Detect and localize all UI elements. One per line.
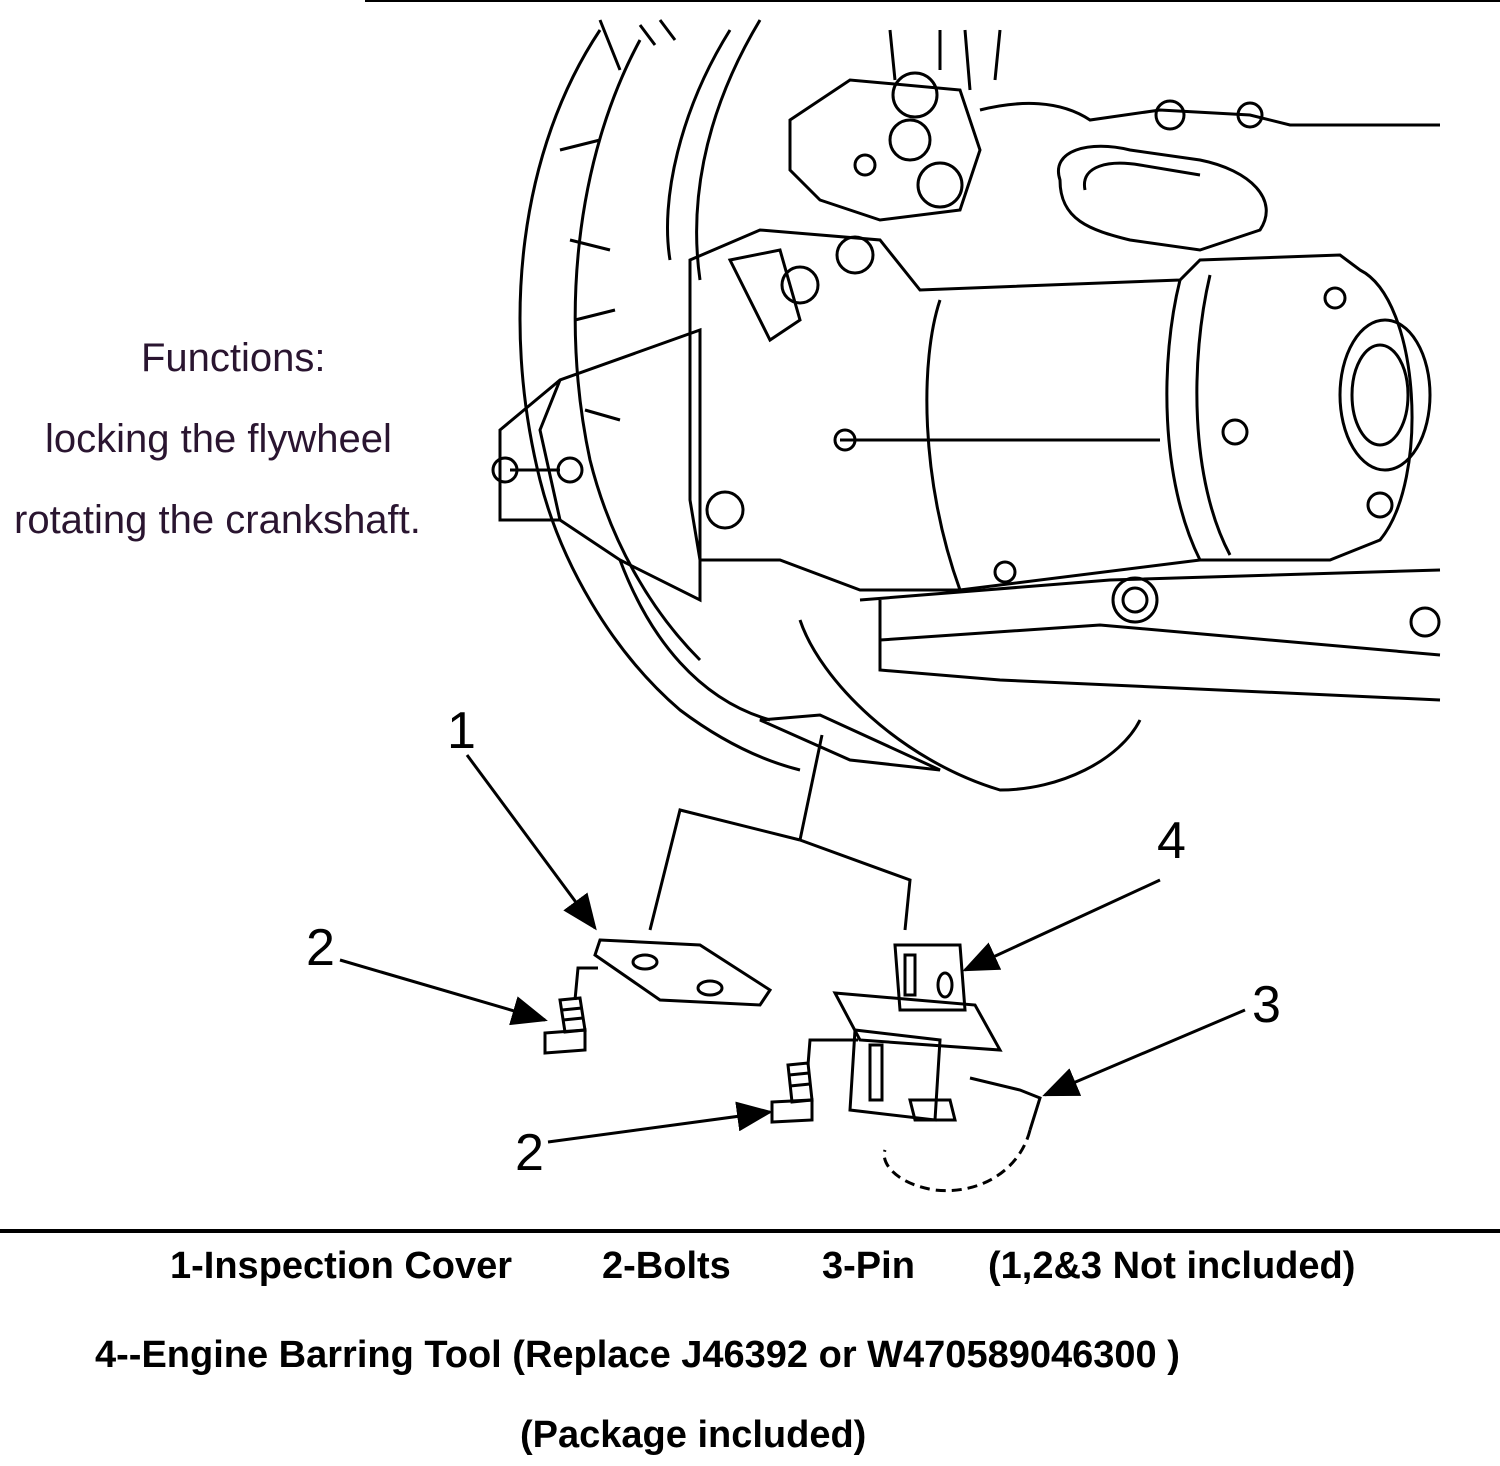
callout-arrows: [339, 754, 1246, 1144]
bolt-left-part: [543, 996, 587, 1055]
functions-block: Functions: locking the flywheel rotating…: [0, 318, 500, 561]
function-rotating-crankshaft: rotating the crankshaft.: [14, 498, 421, 542]
functions-title: Functions:: [141, 336, 326, 380]
legend-package-included: (Package included): [520, 1414, 867, 1456]
legend-engine-barring-tool: 4--Engine Barring Tool (Replace J46392 o…: [95, 1334, 1180, 1376]
legend-pin: 3-Pin: [822, 1245, 915, 1287]
engine-diagram: 1 2 4 3 2: [306, 19, 1441, 1193]
solenoid-and-cables: [788, 71, 1440, 275]
callout-1-inspection-cover: 1: [447, 702, 476, 760]
function-locking-flywheel: locking the flywheel: [45, 417, 392, 461]
callout-3-pin: 3: [1252, 976, 1281, 1034]
pin-part: [882, 1076, 1042, 1193]
transmission-bracket: [759, 568, 1441, 792]
legend-not-included: (1,2&3 Not included): [988, 1245, 1356, 1287]
callout-4-barring-tool: 4: [1157, 812, 1186, 870]
legend-bolts: 2-Bolts: [602, 1245, 731, 1287]
flywheel-housing: [518, 19, 1002, 772]
inspection-cover-part: [593, 938, 773, 1007]
callout-2-bolt-lower: 2: [515, 1124, 544, 1182]
barring-tool-part: [832, 943, 1003, 1122]
legend-inspection-cover: 1-Inspection Cover: [170, 1245, 513, 1287]
bottom-rule: [0, 1229, 1500, 1233]
bolt-lower-part: [770, 1061, 814, 1124]
callout-2-bolt-left: 2: [306, 919, 335, 977]
starter-motor: [688, 228, 1432, 592]
top-rule: [365, 0, 1500, 2]
bell-housing-flange: [491, 327, 771, 722]
leader-lines: [573, 734, 912, 1066]
